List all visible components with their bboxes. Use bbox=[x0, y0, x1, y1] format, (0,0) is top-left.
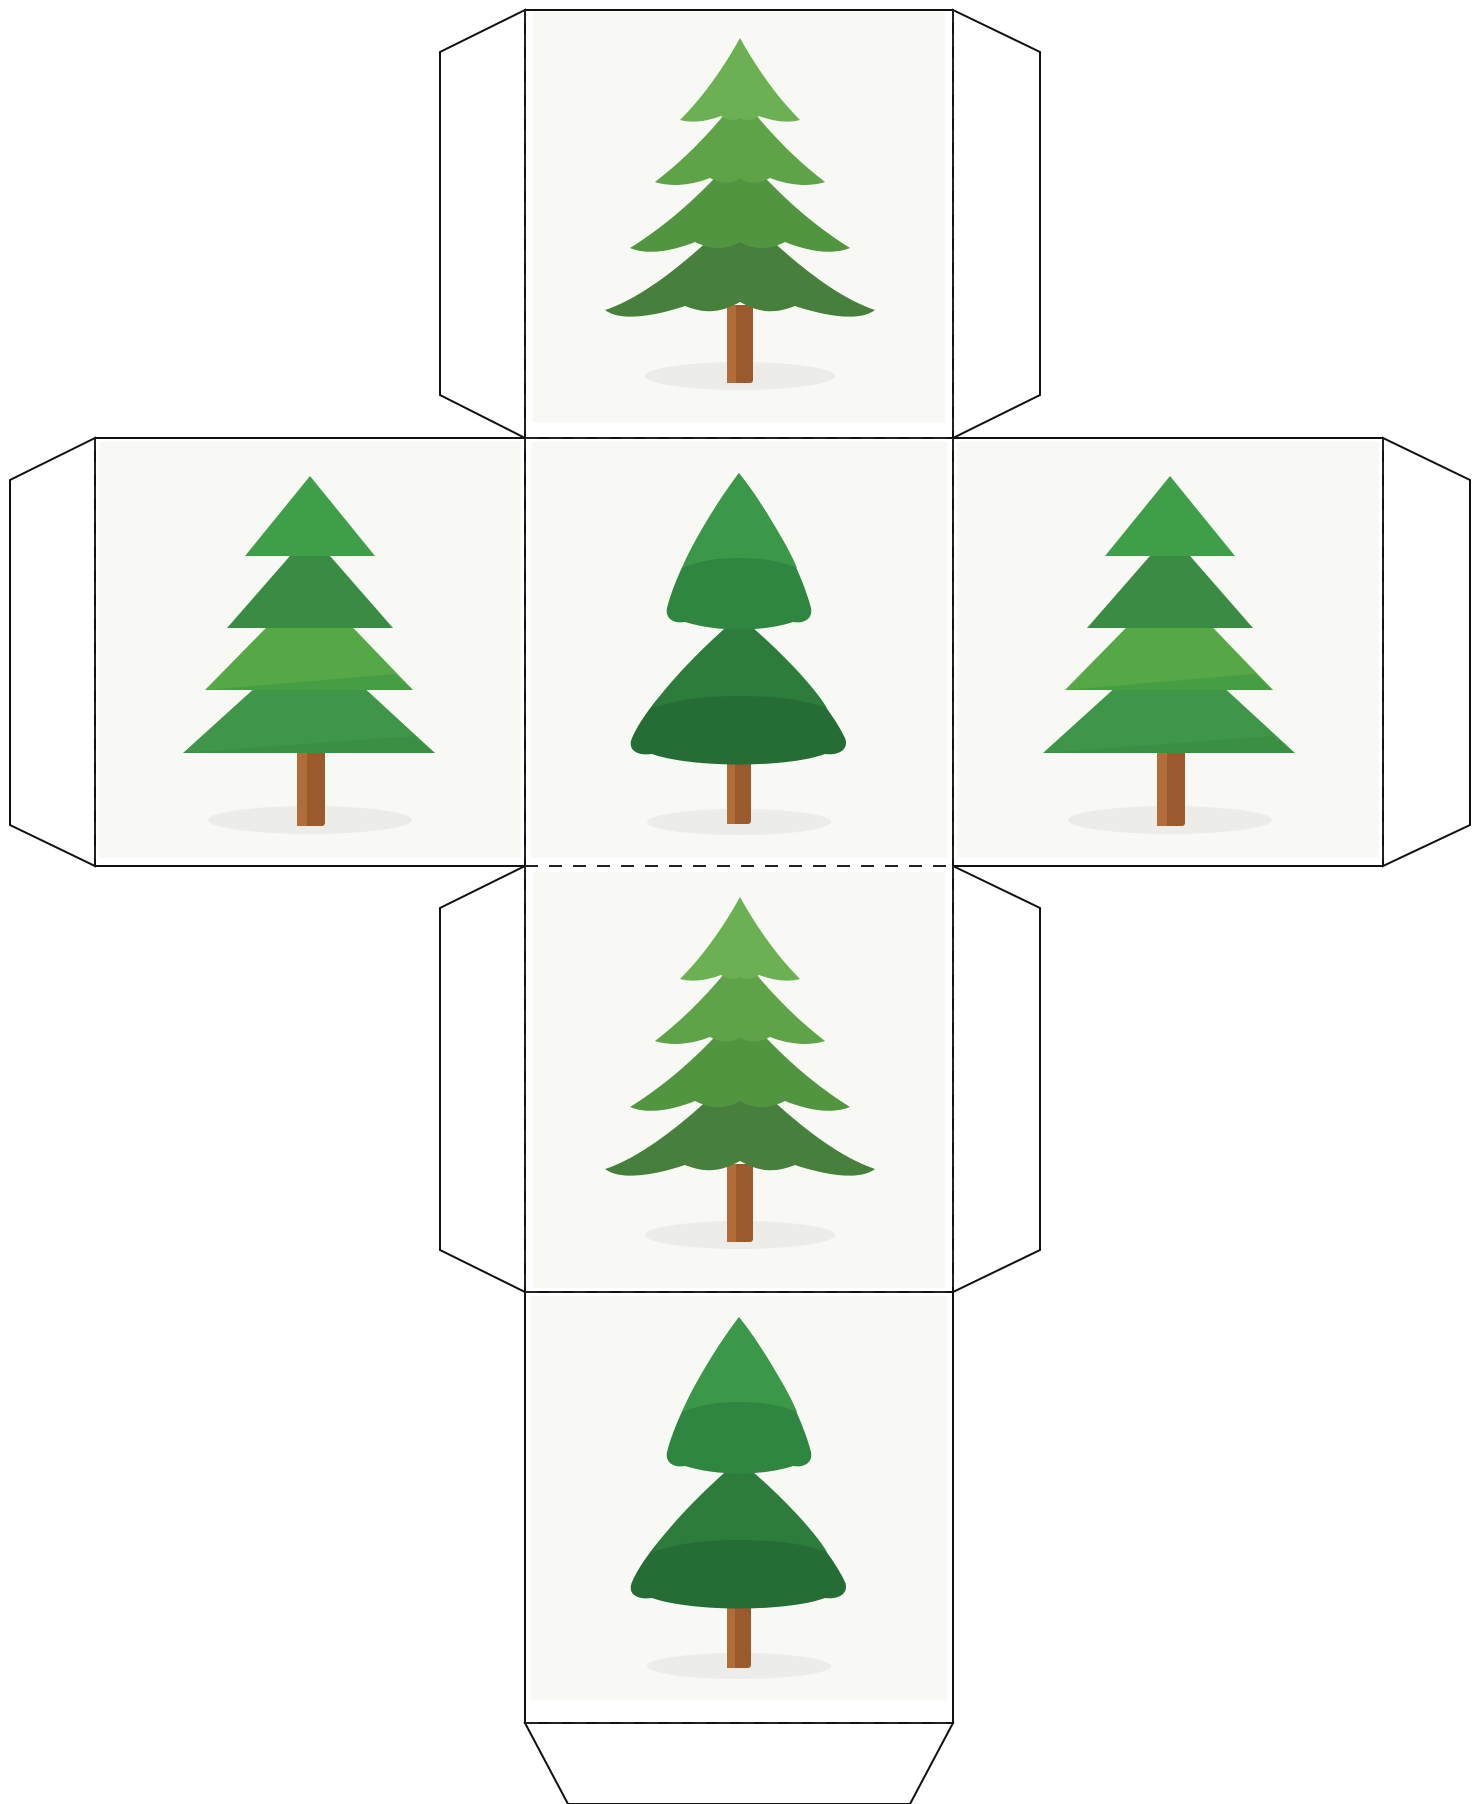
glue-tab-lower-left bbox=[439, 864, 526, 1294]
glue-tab-right-outer bbox=[1382, 436, 1471, 868]
glue-tab-top-left bbox=[439, 8, 526, 440]
face-top bbox=[524, 9, 954, 439]
face-right bbox=[952, 437, 1384, 867]
face-bottom bbox=[524, 1291, 954, 1724]
glue-tab-bottom bbox=[523, 1722, 955, 1804]
glue-tab-left-outer bbox=[9, 436, 96, 868]
glue-tab-lower-right bbox=[952, 864, 1041, 1294]
face-center bbox=[531, 442, 947, 858]
face-left bbox=[94, 437, 526, 867]
glue-tab-top-right bbox=[952, 8, 1041, 440]
face-lower bbox=[533, 872, 945, 1288]
